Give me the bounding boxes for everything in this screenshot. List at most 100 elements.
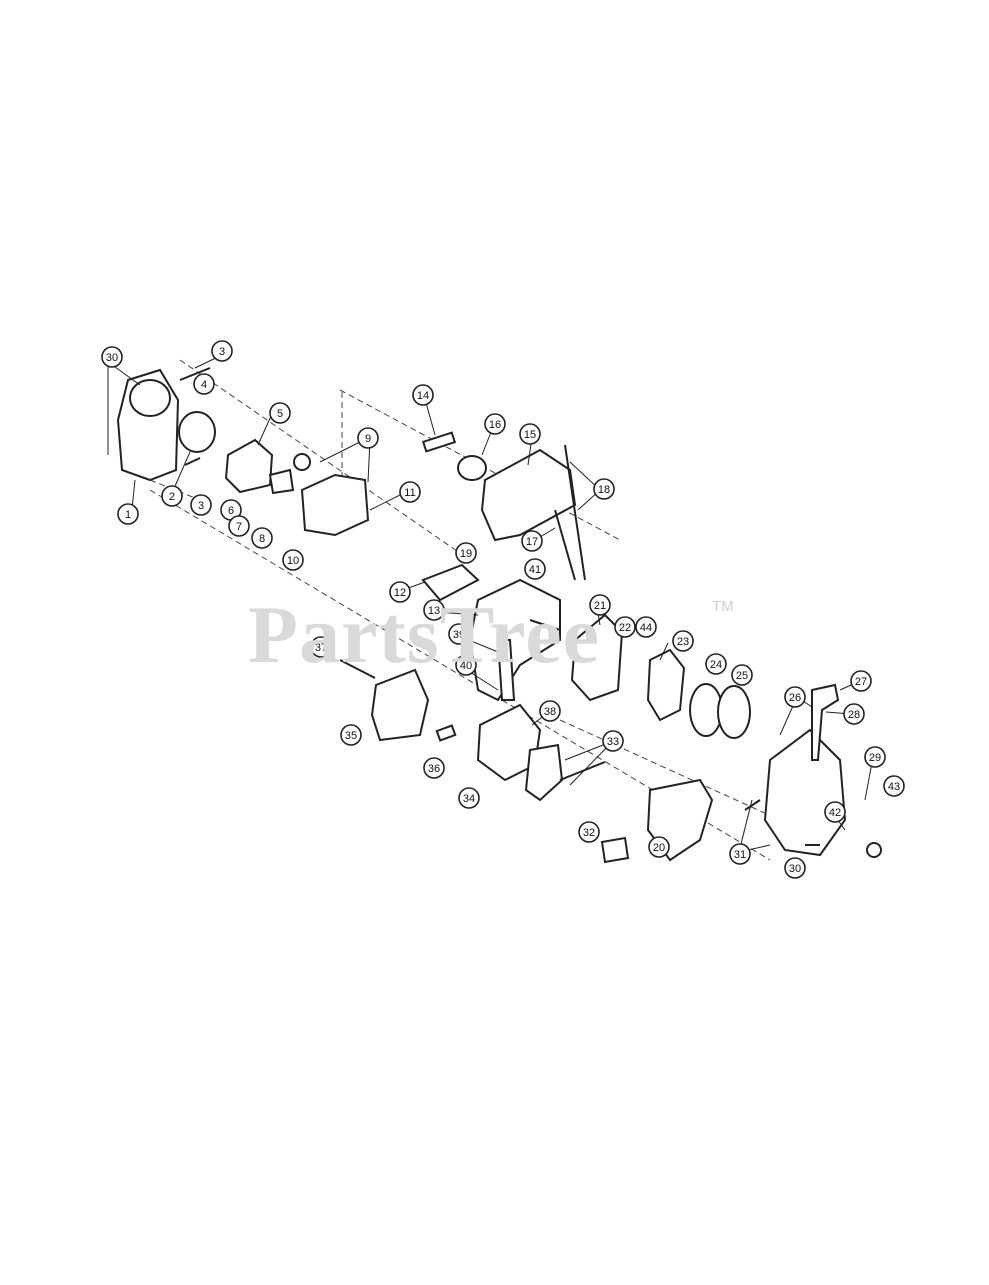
callout-30: 30 [784,857,806,879]
callout-circle [117,503,139,525]
callout-circle [340,724,362,746]
callout-label: 22 [619,622,631,634]
fasteners [179,367,820,846]
filter-element-part [178,411,216,453]
callout-circle [648,836,670,858]
callout-12: 12 [389,581,411,603]
callout-21: 21 [589,594,611,616]
callout-label: 20 [653,842,665,854]
callout-label: 21 [594,600,606,612]
callout-circle [484,413,506,435]
callout-circle [211,340,233,362]
callout-label: 26 [789,692,801,704]
muffler-gasket-part [435,724,457,742]
callout-13: 13 [423,599,445,621]
callout-23: 23 [672,630,694,652]
callout-28: 28 [843,703,865,725]
callout-circle [282,549,304,571]
callout-circle [448,623,470,645]
intake-gasket-part [421,563,480,602]
callout-19: 19 [455,542,477,564]
callout-label: 15 [524,429,536,441]
callout-label: 3 [219,346,225,358]
callout-label: 34 [463,793,475,805]
callout-33: 33 [602,730,624,752]
callout-circle [389,581,411,603]
callout-25: 25 [731,664,753,686]
callout-label: 14 [417,390,429,402]
callout-11: 11 [399,481,421,503]
callout-circle [635,616,657,638]
callout-circle [593,478,615,500]
callout-circle [161,485,183,507]
callout-37: 37 [310,636,332,658]
callout-38: 38 [539,700,561,722]
callout-circle [731,664,753,686]
callout-22: 22 [614,616,636,638]
carb-adapter-part [300,473,370,537]
callout-label: 16 [489,419,501,431]
callout-30: 30 [101,346,123,368]
starter-pulley-part [646,648,686,722]
callout-label: 9 [365,433,371,445]
callout-circle [784,686,806,708]
callout-label: 31 [734,849,746,861]
carb-gasket-part [268,468,295,495]
callout-34: 34 [458,787,480,809]
callout-circle [589,594,611,616]
callout-label: 24 [710,659,722,671]
callout-40: 40 [455,654,477,676]
starter-handle-part [811,683,840,761]
callout-label: 23 [677,636,689,648]
callout-label: 36 [428,763,440,775]
grommet-part [421,431,457,453]
callout-2: 2 [161,485,183,507]
callout-label: 44 [640,622,652,634]
callout-circle [251,527,273,549]
callout-label: 19 [460,548,472,560]
callout-label: 5 [277,408,283,420]
callout-label: 39 [453,629,465,641]
callout-circle [850,670,872,692]
callout-circle [399,481,421,503]
callout-circle [412,384,434,406]
callout-31: 31 [729,843,751,865]
callout-circle [423,599,445,621]
callout-24: 24 [705,653,727,675]
callout-17: 17 [521,530,543,552]
callout-circle [228,515,250,537]
callout-circle [602,730,624,752]
callout-20: 20 [648,836,670,858]
callout-label: 32 [583,827,595,839]
fuel-cap-part [457,455,487,481]
callout-circle [539,700,561,722]
callout-15: 15 [519,423,541,445]
callout-label: 30 [789,863,801,875]
callout-label: 13 [428,605,440,617]
flywheel-part [570,613,624,702]
callout-label: 28 [848,709,860,721]
callout-circle [824,801,846,823]
callout-7: 7 [228,515,250,537]
watermark-text: PartsTree [248,589,601,680]
air-filter-knob-part [129,379,171,417]
callout-4: 4 [193,373,215,395]
callout-42: 42 [824,801,846,823]
callout-label: 29 [869,752,881,764]
callout-circle [310,636,332,658]
callout-circle [458,787,480,809]
callout-27: 27 [850,670,872,692]
callout-26: 26 [784,686,806,708]
callout-3: 3 [190,494,212,516]
trademark-symbol: TM [712,598,734,615]
callout-41: 41 [524,558,546,580]
callout-label: 35 [345,730,357,742]
callout-circle [843,703,865,725]
callout-label: 11 [404,487,415,499]
callout-label: 38 [544,706,556,718]
callout-1: 1 [117,503,139,525]
callout-circle [578,821,600,843]
callout-circle [729,843,751,865]
callout-14: 14 [412,384,434,406]
